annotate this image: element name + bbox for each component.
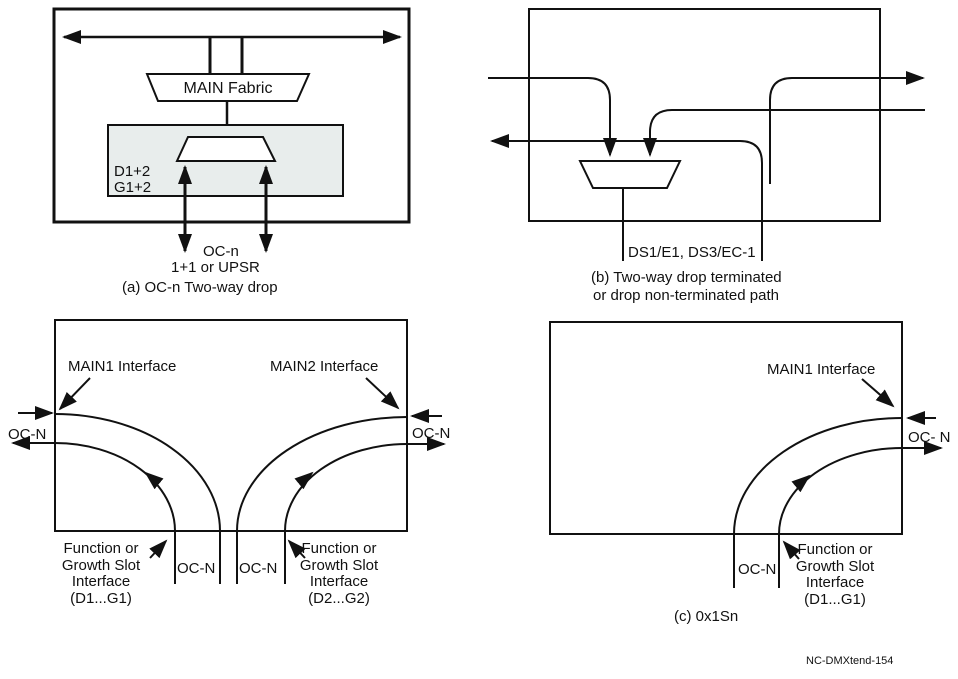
curve-main1-to-slot-c bbox=[733, 417, 903, 588]
panel-c-linework bbox=[549, 321, 943, 588]
flow-direction-arrow-left bbox=[144, 471, 164, 490]
slot-right-line4: (D2...G2) bbox=[308, 590, 370, 608]
slot-id-label-2: G1+2 bbox=[114, 179, 152, 196]
slot-interface-block-c: Function or Growth Slot Interface (D1...… bbox=[782, 541, 888, 609]
east-in-drop-line bbox=[643, 109, 925, 157]
slot-pointer-arrow-right bbox=[287, 539, 306, 559]
ocn-out-curve-c bbox=[778, 441, 943, 588]
ocn-label-right: OC-N bbox=[412, 425, 451, 442]
main1-pointer-arrow bbox=[58, 377, 91, 411]
slot-pointer-arrow-left bbox=[149, 539, 168, 559]
slot-interface-block-right: Function or Growth Slot Interface (D2...… bbox=[286, 540, 392, 608]
west-in-drop-line bbox=[488, 77, 617, 157]
main1-pointer-arrow-c bbox=[861, 378, 895, 408]
ocn-label-left: OC-N bbox=[8, 426, 47, 443]
slot-right-line2: Growth Slot bbox=[299, 556, 379, 574]
main2-pointer-arrow bbox=[365, 377, 400, 410]
slot-c-line4: (D1...G1) bbox=[804, 591, 866, 609]
slot-pointer-arrow-c bbox=[782, 540, 801, 560]
main-fabric-label: MAIN Fabric bbox=[183, 80, 273, 97]
ocn-out-curve-left bbox=[11, 436, 176, 584]
figure-number-label: NC-DMXtend-154 bbox=[806, 655, 894, 667]
protection-label: 1+1 or UPSR bbox=[171, 259, 260, 276]
main1-interface-label: MAIN1 Interface bbox=[68, 358, 177, 375]
slot-left-line4: (D1...G1) bbox=[70, 590, 132, 608]
panel-b-caption-line2: or drop non-terminated path bbox=[593, 287, 779, 304]
panel-b-caption-line1: (b) Two-way drop terminated bbox=[591, 269, 782, 286]
slot-c-line2: Growth Slot bbox=[795, 557, 875, 575]
tributary-trapezoid bbox=[578, 160, 682, 189]
main1-interface-label-c: MAIN1 Interface bbox=[767, 361, 876, 378]
flow-direction-arrow-right bbox=[294, 471, 314, 490]
panel-a-caption: (a) OC-n Two-way drop bbox=[122, 279, 278, 296]
two-way-box bbox=[54, 319, 408, 532]
flow-direction-arrow-c bbox=[791, 474, 811, 493]
main-fabric-trapezoid bbox=[145, 73, 311, 102]
ocn-out-curve-right bbox=[284, 437, 446, 584]
slot-right-line3: Interface bbox=[309, 573, 369, 591]
ocn-port-label: OC-n bbox=[203, 243, 239, 260]
slot-left-line2: Growth Slot bbox=[61, 556, 141, 574]
panel-two-way-linework bbox=[11, 319, 446, 584]
slot-c-line3: Interface bbox=[805, 574, 865, 592]
slot-trapezoid bbox=[175, 136, 277, 162]
panel-c-box bbox=[549, 321, 903, 535]
panel-c-caption: (c) 0x1Sn bbox=[674, 608, 739, 625]
ocn-label-bottom-left: OC-N bbox=[177, 560, 216, 577]
west-out-arrow-line bbox=[490, 134, 763, 261]
panel-a-box bbox=[52, 7, 411, 224]
curve-main2-to-slot bbox=[236, 416, 408, 584]
slot-left-line3: Interface bbox=[71, 573, 131, 591]
slot-left-line1: Function or bbox=[63, 540, 139, 557]
ocn-label-bottom-right: OC-N bbox=[239, 560, 278, 577]
curve-main1-to-slot bbox=[54, 413, 221, 584]
tributary-label: DS1/E1, DS3/EC-1 bbox=[628, 244, 756, 261]
main2-interface-label: MAIN2 Interface bbox=[270, 358, 379, 375]
panel-b-linework bbox=[488, 8, 925, 261]
east-out-arrow-line bbox=[769, 71, 925, 184]
slot-id-label-1: D1+2 bbox=[114, 163, 151, 180]
slot-interface-block-left: Function or Growth Slot Interface (D1...… bbox=[48, 540, 154, 608]
slot-right-line1: Function or bbox=[301, 540, 377, 557]
panel-b-box bbox=[528, 8, 881, 222]
ocn-label-right-c: OC- N bbox=[908, 429, 951, 446]
panel-a-linework bbox=[52, 7, 411, 253]
ocn-label-bottom-c: OC-N bbox=[738, 561, 777, 578]
slot-c-line1: Function or bbox=[797, 541, 873, 558]
